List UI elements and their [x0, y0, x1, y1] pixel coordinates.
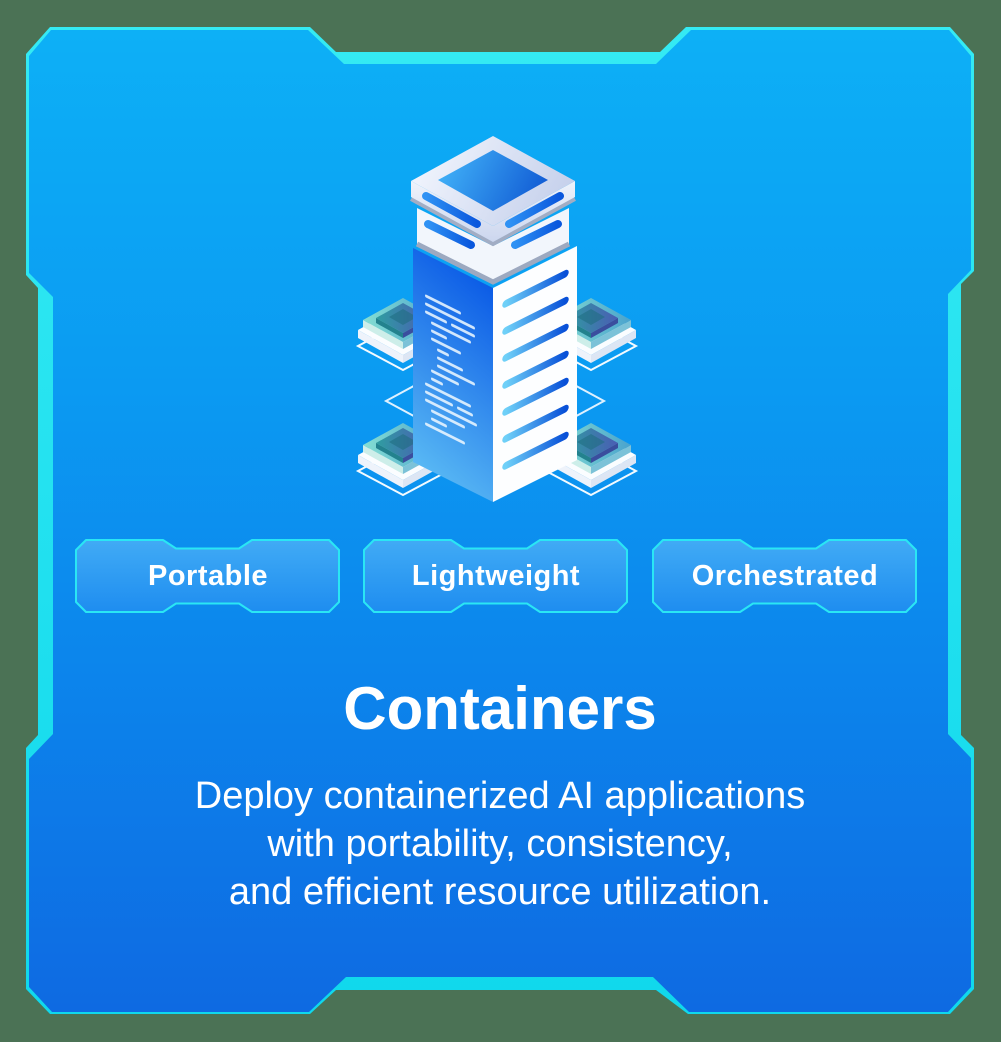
server-lid	[410, 136, 576, 247]
vent-stripes	[502, 269, 569, 470]
card-title: Containers	[343, 675, 657, 742]
container-server-illustration	[357, 136, 637, 502]
badge-lightweight[interactable]: Lightweight	[363, 539, 629, 613]
server-collar	[415, 208, 571, 285]
badge-label: Lightweight	[411, 559, 581, 592]
badge-label: Portable	[147, 559, 269, 592]
badge-orchestrated[interactable]: Orchestrated	[652, 539, 918, 613]
panel-background	[29, 30, 971, 1012]
badge-shape	[363, 539, 628, 613]
badge-portable[interactable]: Portable	[75, 539, 341, 613]
card-description: Deploy containerized AI applications wit…	[194, 775, 806, 913]
badge-shape	[652, 539, 917, 613]
badge-shape	[75, 539, 340, 613]
server-right-face	[493, 246, 577, 502]
badge-label: Orchestrated	[691, 559, 879, 592]
server-left-face	[413, 248, 493, 502]
code-lines	[425, 294, 477, 445]
